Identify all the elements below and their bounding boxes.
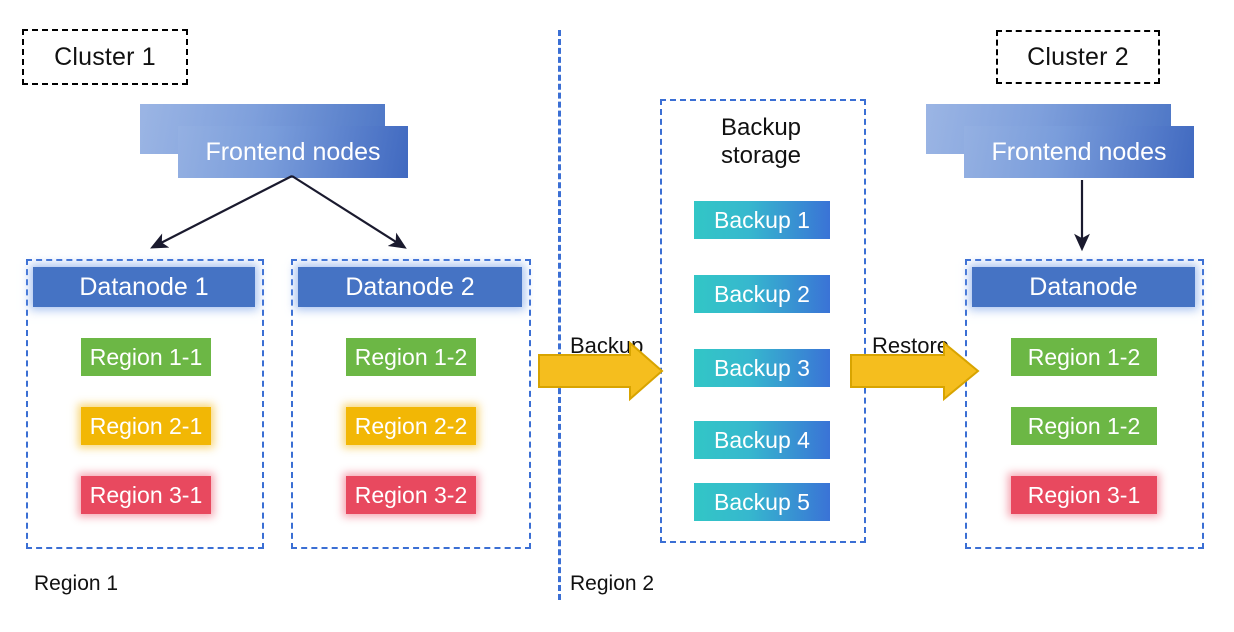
backup-item-label: Backup 5 (714, 488, 810, 515)
datanode-2-header-label: Datanode 2 (345, 272, 475, 301)
backup-item[interactable]: Backup 1 (694, 201, 830, 239)
backup-item[interactable]: Backup 5 (694, 483, 830, 521)
backup-storage-title: Backup storage (662, 114, 860, 171)
cluster1-frontend-nodes[interactable]: Frontend nodes (140, 104, 410, 180)
backup-item[interactable]: Backup 3 (694, 349, 830, 387)
region-chip[interactable]: Region 1-1 (81, 338, 211, 376)
region-chip[interactable]: Region 1-2 (1011, 338, 1157, 376)
restore-flow-label: Restore (872, 333, 949, 359)
backup-item-label: Backup 1 (714, 206, 810, 233)
region-chip[interactable]: Region 3-1 (1011, 476, 1157, 514)
cluster1-label-box: Cluster 1 (22, 29, 188, 85)
cluster2-datanode-header[interactable]: Datanode (972, 267, 1195, 307)
region-chip[interactable]: Region 2-1 (81, 407, 211, 445)
region-label: Region 2-1 (89, 412, 203, 439)
frontend-nodes-front-plate[interactable]: Frontend nodes (964, 126, 1194, 178)
region-label: Region 2-2 (354, 412, 468, 439)
region-chip[interactable]: Region 1-2 (1011, 407, 1157, 445)
backup-flow-label: Backup (570, 333, 643, 359)
frontend-nodes-front-plate[interactable]: Frontend nodes (178, 126, 408, 178)
backup-item[interactable]: Backup 4 (694, 421, 830, 459)
datanode-2-header[interactable]: Datanode 2 (298, 267, 522, 307)
cluster2-frontend-nodes[interactable]: Frontend nodes (926, 104, 1196, 180)
backup-storage-title-line1: Backup (720, 114, 802, 141)
backup-item-label: Backup 3 (714, 354, 810, 381)
datanode-1-header-label: Datanode 1 (79, 272, 209, 301)
region-label: Region 1-2 (354, 343, 468, 370)
region-chip[interactable]: Region 2-2 (346, 407, 476, 445)
region-chip[interactable]: Region 3-1 (81, 476, 211, 514)
datanode-1-container[interactable]: Datanode 1 Region 1-1 Region 2-1 Region … (26, 259, 264, 549)
datanode-2-container[interactable]: Datanode 2 Region 1-2 Region 2-2 Region … (291, 259, 531, 549)
region-marker-left: Region 1 (34, 572, 118, 596)
region-chip[interactable]: Region 1-2 (346, 338, 476, 376)
cluster2-frontend-label: Frontend nodes (991, 137, 1167, 166)
backup-item-label: Backup 4 (714, 426, 810, 453)
region-chip[interactable]: Region 3-2 (346, 476, 476, 514)
arrow-frontend-to-datanode-2 (291, 175, 407, 249)
region-label: Region 1-1 (89, 343, 203, 370)
cluster2-label-box: Cluster 2 (996, 30, 1160, 84)
datanode-1-header[interactable]: Datanode 1 (33, 267, 255, 307)
region-marker-right-text: Region 2 (570, 572, 655, 595)
backup-flow-label-text: Backup (570, 333, 644, 358)
cluster2-datanode-header-label: Datanode (1029, 272, 1138, 301)
region-marker-right: Region 2 (570, 572, 654, 596)
cluster1-label-text: Cluster 1 (54, 42, 156, 71)
restore-flow-label-text: Restore (872, 333, 950, 358)
cluster2-datanode-container[interactable]: Datanode Region 1-2 Region 1-2 Region 3-… (965, 259, 1204, 549)
region-label: Region 3-1 (1027, 481, 1141, 508)
cluster2-label-text: Cluster 2 (1027, 42, 1129, 71)
cluster1-frontend-label: Frontend nodes (205, 137, 381, 166)
region-label: Region 1-2 (1027, 412, 1141, 439)
backup-item-label: Backup 2 (714, 280, 810, 307)
region-marker-left-text: Region 1 (34, 572, 119, 595)
region-label: Region 3-1 (89, 481, 203, 508)
region-label: Region 3-2 (354, 481, 468, 508)
backup-item[interactable]: Backup 2 (694, 275, 830, 313)
backup-storage-container[interactable]: Backup storage Backup 1 Backup 2 Backup … (660, 99, 866, 543)
backup-storage-title-line2: storage (720, 142, 802, 170)
vertical-dashed-divider-icon (558, 30, 561, 600)
region-label: Region 1-2 (1027, 343, 1141, 370)
arrow-frontend-to-datanode-1 (150, 175, 293, 249)
